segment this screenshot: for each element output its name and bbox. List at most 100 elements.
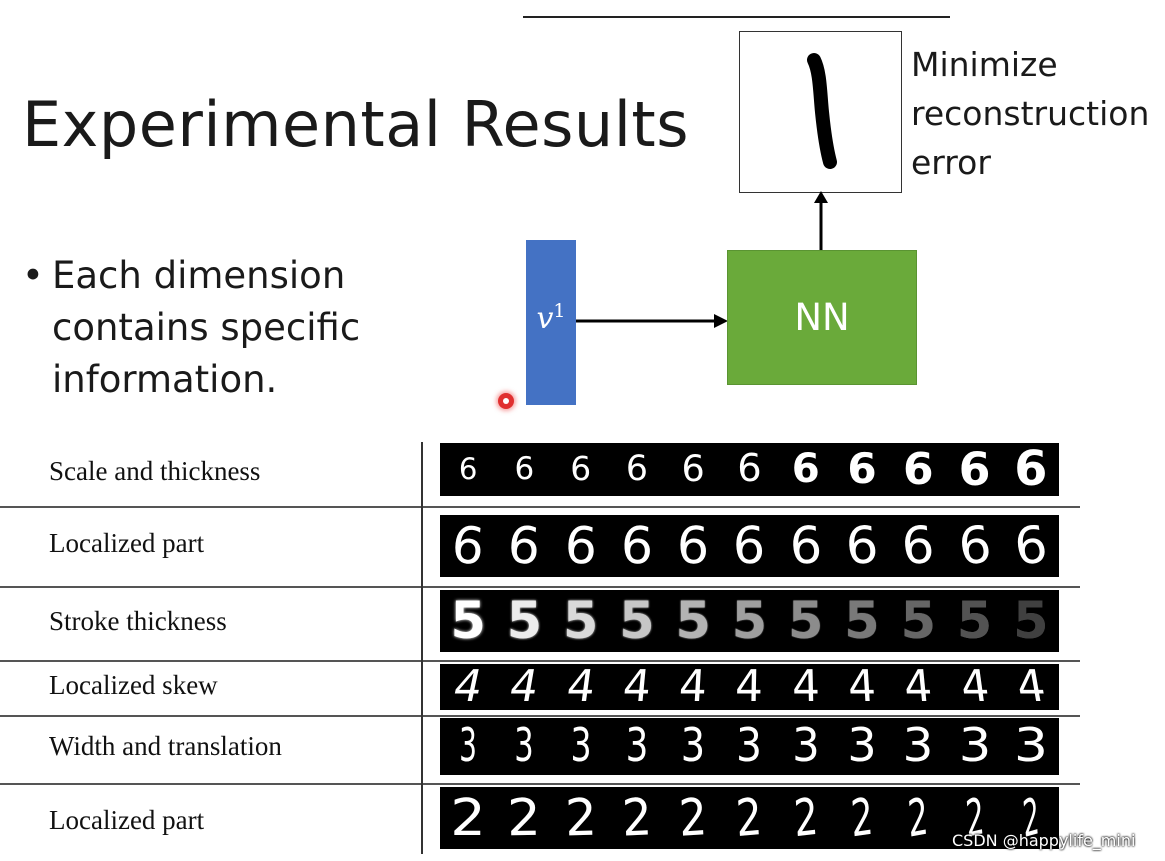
row-divider: [0, 783, 1080, 785]
digit-sample: 6: [843, 515, 881, 576]
row-divider: [0, 586, 1080, 588]
digit-sample: 2: [620, 787, 653, 848]
digit-sample: 3: [791, 719, 820, 774]
digit-sample: 2: [507, 787, 542, 847]
digit-sample: 3: [847, 719, 877, 774]
digit-sample: 4: [735, 664, 764, 710]
digit-sample: 4: [563, 664, 598, 710]
digit-sample: 4: [901, 664, 935, 710]
digit-sample: 5: [619, 590, 655, 650]
digit-sample: 4: [448, 664, 488, 710]
digit-sample: 4: [1012, 664, 1050, 710]
digit-sample: 4: [677, 664, 709, 710]
digit-sample: 2: [563, 787, 598, 848]
digit-sample: 6: [449, 515, 488, 577]
row-label: Scale and thickness: [49, 456, 261, 486]
bullet-dot-icon: •: [22, 254, 44, 297]
objective-label: Minimize reconstruction error: [911, 45, 1150, 182]
digit-sample: 6: [505, 515, 543, 576]
digit-sample: 6: [847, 444, 877, 494]
digit-sample: 6: [625, 449, 648, 490]
digit-sample: 5: [675, 590, 711, 650]
digit-sample: 6: [737, 446, 762, 492]
digit-sample: 6: [1014, 443, 1048, 496]
digit-sample: 5: [506, 590, 543, 650]
latent-superscript: 1: [553, 300, 566, 322]
neural-network-box: NN: [727, 250, 917, 385]
latent-symbol: v: [536, 301, 554, 336]
nn-label: NN: [794, 296, 850, 339]
digit-sample: 4: [506, 664, 543, 710]
digit-sample: 3: [1013, 719, 1048, 774]
digit-sample: 6: [791, 446, 820, 493]
digit-sample: 3: [514, 719, 535, 774]
bullet-text: Each dimension contains specific informa…: [52, 254, 361, 401]
digit-sample: 6: [458, 451, 478, 486]
digit-sample: 2: [450, 787, 486, 847]
digit-sample: 2: [906, 787, 931, 849]
digit-sample: 6: [958, 443, 991, 496]
digit-sample: 3: [902, 719, 934, 774]
watermark: CSDN @happylife_mini: [952, 831, 1136, 850]
digit-sample: 6: [570, 449, 592, 489]
reconstructed-digit-image: [739, 31, 902, 193]
row-label: Stroke thickness: [49, 606, 227, 636]
digit-sample: 2: [734, 787, 764, 848]
row-divider: [0, 715, 1080, 717]
digit-sample: 4: [791, 664, 821, 710]
digit-sample: 2: [677, 787, 709, 848]
digit-sample: 3: [680, 719, 706, 774]
digit-sample: 4: [620, 664, 654, 710]
row-divider: [0, 660, 1080, 662]
digit-sample: 6: [562, 515, 599, 576]
digit-sample: 5: [956, 590, 993, 650]
digit-sample: 5: [562, 590, 599, 650]
cursor-pointer-icon: [498, 393, 514, 409]
digit-sample: 6: [681, 447, 705, 491]
digit-sample: 4: [957, 664, 992, 710]
digit-sample: 5: [1013, 590, 1049, 650]
latent-vector-bar: [526, 240, 576, 405]
row-label: Width and translation: [49, 731, 282, 761]
digit-sample: 6: [788, 515, 824, 576]
digit-one-image: [807, 53, 837, 169]
digit-sample: 6: [1010, 515, 1051, 577]
digit-sample: 6: [514, 451, 535, 487]
latent-vector-label: v1: [526, 300, 576, 336]
table-row: Scale and thickness: [0, 440, 1080, 506]
results-table: Scale and thickness Localized part Strok…: [0, 440, 1165, 861]
digit-sample: 3: [570, 719, 592, 774]
digit-sample: 5: [731, 590, 768, 650]
up-arrow-icon: [814, 191, 828, 251]
digit-sample: 6: [676, 515, 710, 575]
row-label: Localized skew: [49, 670, 218, 700]
digit-sample: 5: [788, 590, 824, 650]
digit-sample: 5: [450, 590, 486, 650]
digit-sample: 6: [619, 515, 655, 576]
digit-sample: 5: [900, 590, 936, 650]
digit-sample: 6: [902, 443, 934, 495]
page-title: Experimental Results: [22, 88, 690, 161]
table-row: Stroke thickness: [0, 586, 1080, 660]
digit-sample: 3: [625, 719, 649, 774]
row-divider: [0, 506, 1080, 508]
top-rule: [523, 16, 950, 18]
digit-sample: 5: [844, 590, 880, 650]
digit-sample: 3: [459, 719, 478, 774]
digit-sample: 6: [899, 515, 937, 576]
column-divider: [421, 442, 423, 854]
table-row: Localized skew: [0, 660, 1080, 715]
digit-sample: 4: [846, 664, 878, 710]
right-arrow-icon: [576, 314, 728, 328]
table-row: Localized part: [0, 506, 1080, 586]
table-row: Width and translation: [0, 715, 1080, 783]
table-row: Localized part: [0, 783, 1080, 861]
digit-sample: 6: [954, 515, 994, 577]
digit-sample: 6: [732, 515, 767, 575]
